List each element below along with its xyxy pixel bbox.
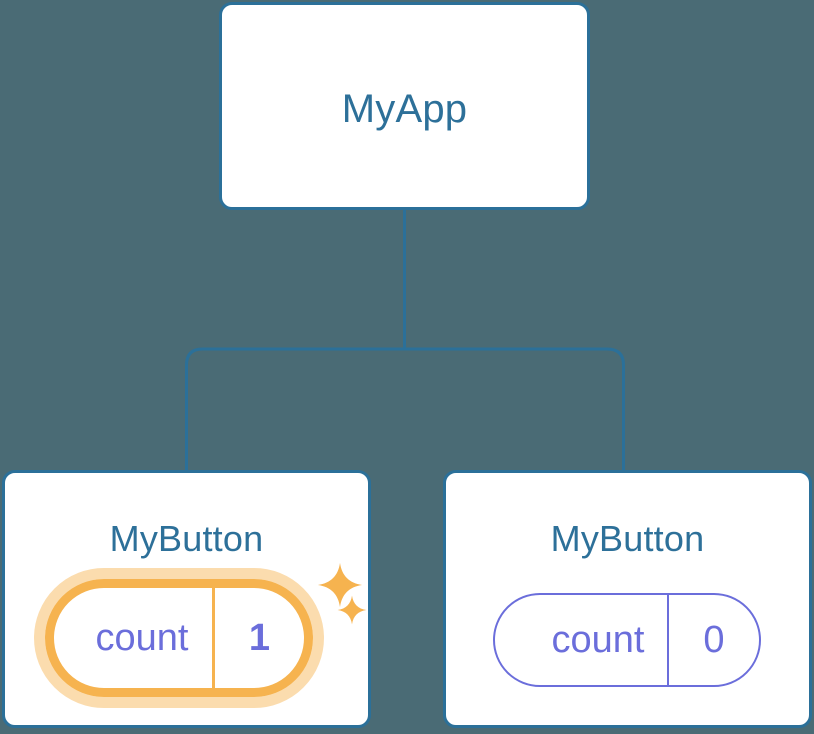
state-pill-1-value: 0 bbox=[667, 595, 759, 685]
state-pill-0[interactable]: count 1 bbox=[34, 568, 324, 708]
node-mybutton-0-title: MyButton bbox=[109, 518, 264, 559]
state-pill-0-key: count bbox=[95, 616, 189, 659]
state-pill-0-glow bbox=[34, 568, 324, 708]
connector-child-bus bbox=[185, 347, 625, 470]
node-mybutton-1-title: MyButton bbox=[550, 518, 705, 559]
state-pill-1-body[interactable]: count 0 bbox=[493, 593, 761, 687]
node-myapp-title: MyApp bbox=[341, 87, 468, 131]
state-pill-1-key: count bbox=[551, 618, 645, 661]
state-pill-0-value: 1 bbox=[212, 588, 304, 688]
node-myapp[interactable]: MyApp bbox=[219, 2, 590, 210]
state-pill-0-body[interactable]: count 1 bbox=[45, 579, 313, 697]
state-pill-1[interactable]: count 0 bbox=[493, 593, 761, 687]
